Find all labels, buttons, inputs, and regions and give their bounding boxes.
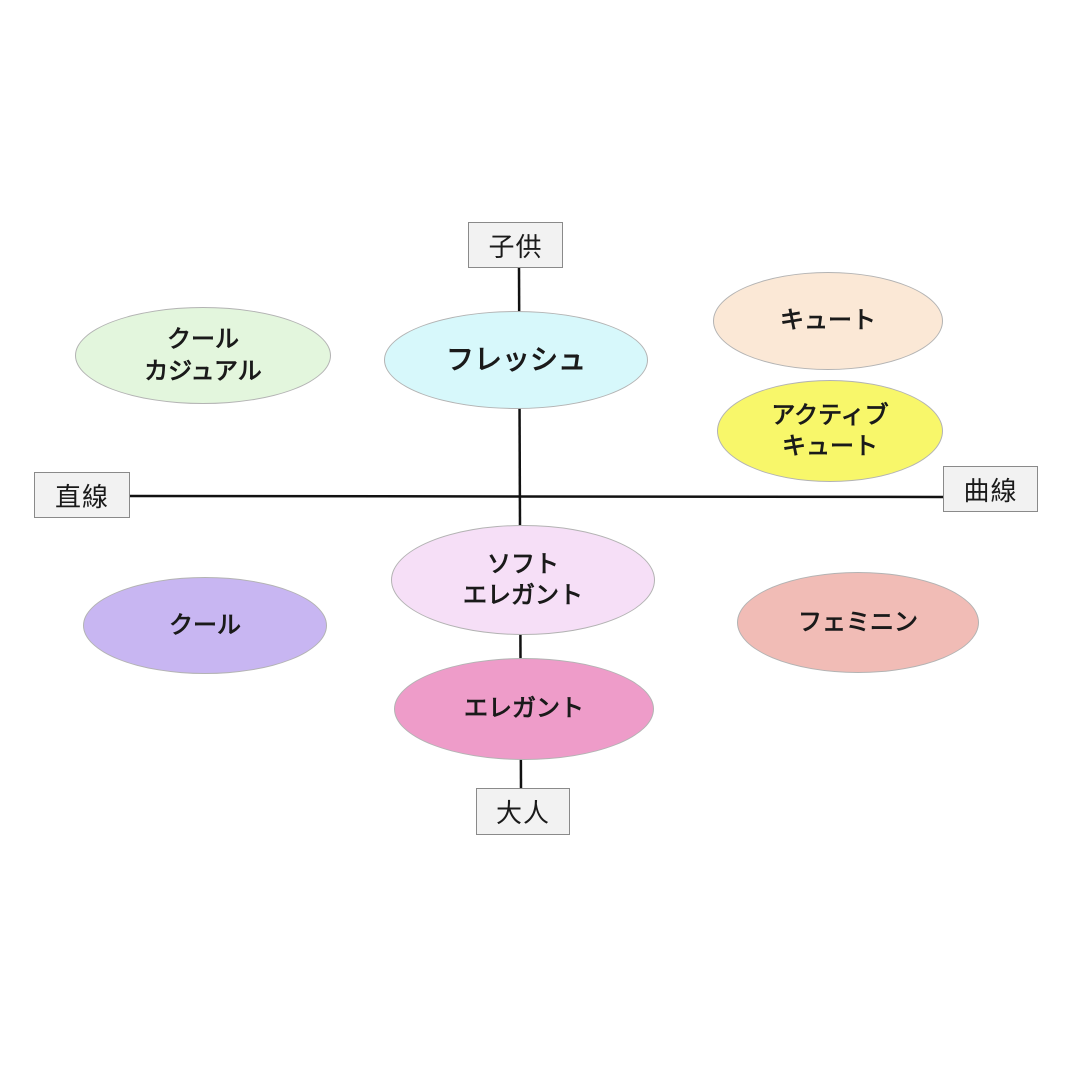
ellipse-feminine: フェミニン (737, 572, 979, 673)
axis-label-top: 子供 (468, 222, 563, 268)
ellipse-label: フレッシュ (445, 342, 586, 376)
ellipse-label: エレガント (464, 694, 584, 723)
axis-label-bottom: 大人 (476, 788, 570, 835)
ellipse-label: クール カジュアル (144, 325, 262, 385)
ellipse-label: フェミニン (798, 607, 918, 636)
ellipse-label: ソフト エレガント (463, 549, 583, 609)
ellipse-cute: キュート (713, 272, 943, 370)
ellipse-active-cute: アクティブ キュート (717, 380, 943, 482)
ellipse-label: アクティブ キュート (771, 400, 889, 460)
ellipse-cool: クール (83, 577, 327, 674)
ellipse-label: キュート (780, 306, 876, 335)
axis-label-right: 曲線 (943, 466, 1038, 512)
ellipse-cool-casual: クール カジュアル (75, 307, 331, 404)
ellipse-label: クール (169, 610, 241, 639)
ellipse-elegant: エレガント (394, 658, 654, 760)
ellipse-fresh: フレッシュ (384, 311, 648, 409)
horizontal-axis-line (129, 494, 944, 499)
axis-label-left: 直線 (34, 472, 130, 518)
ellipse-soft-elegant: ソフト エレガント (391, 525, 655, 635)
